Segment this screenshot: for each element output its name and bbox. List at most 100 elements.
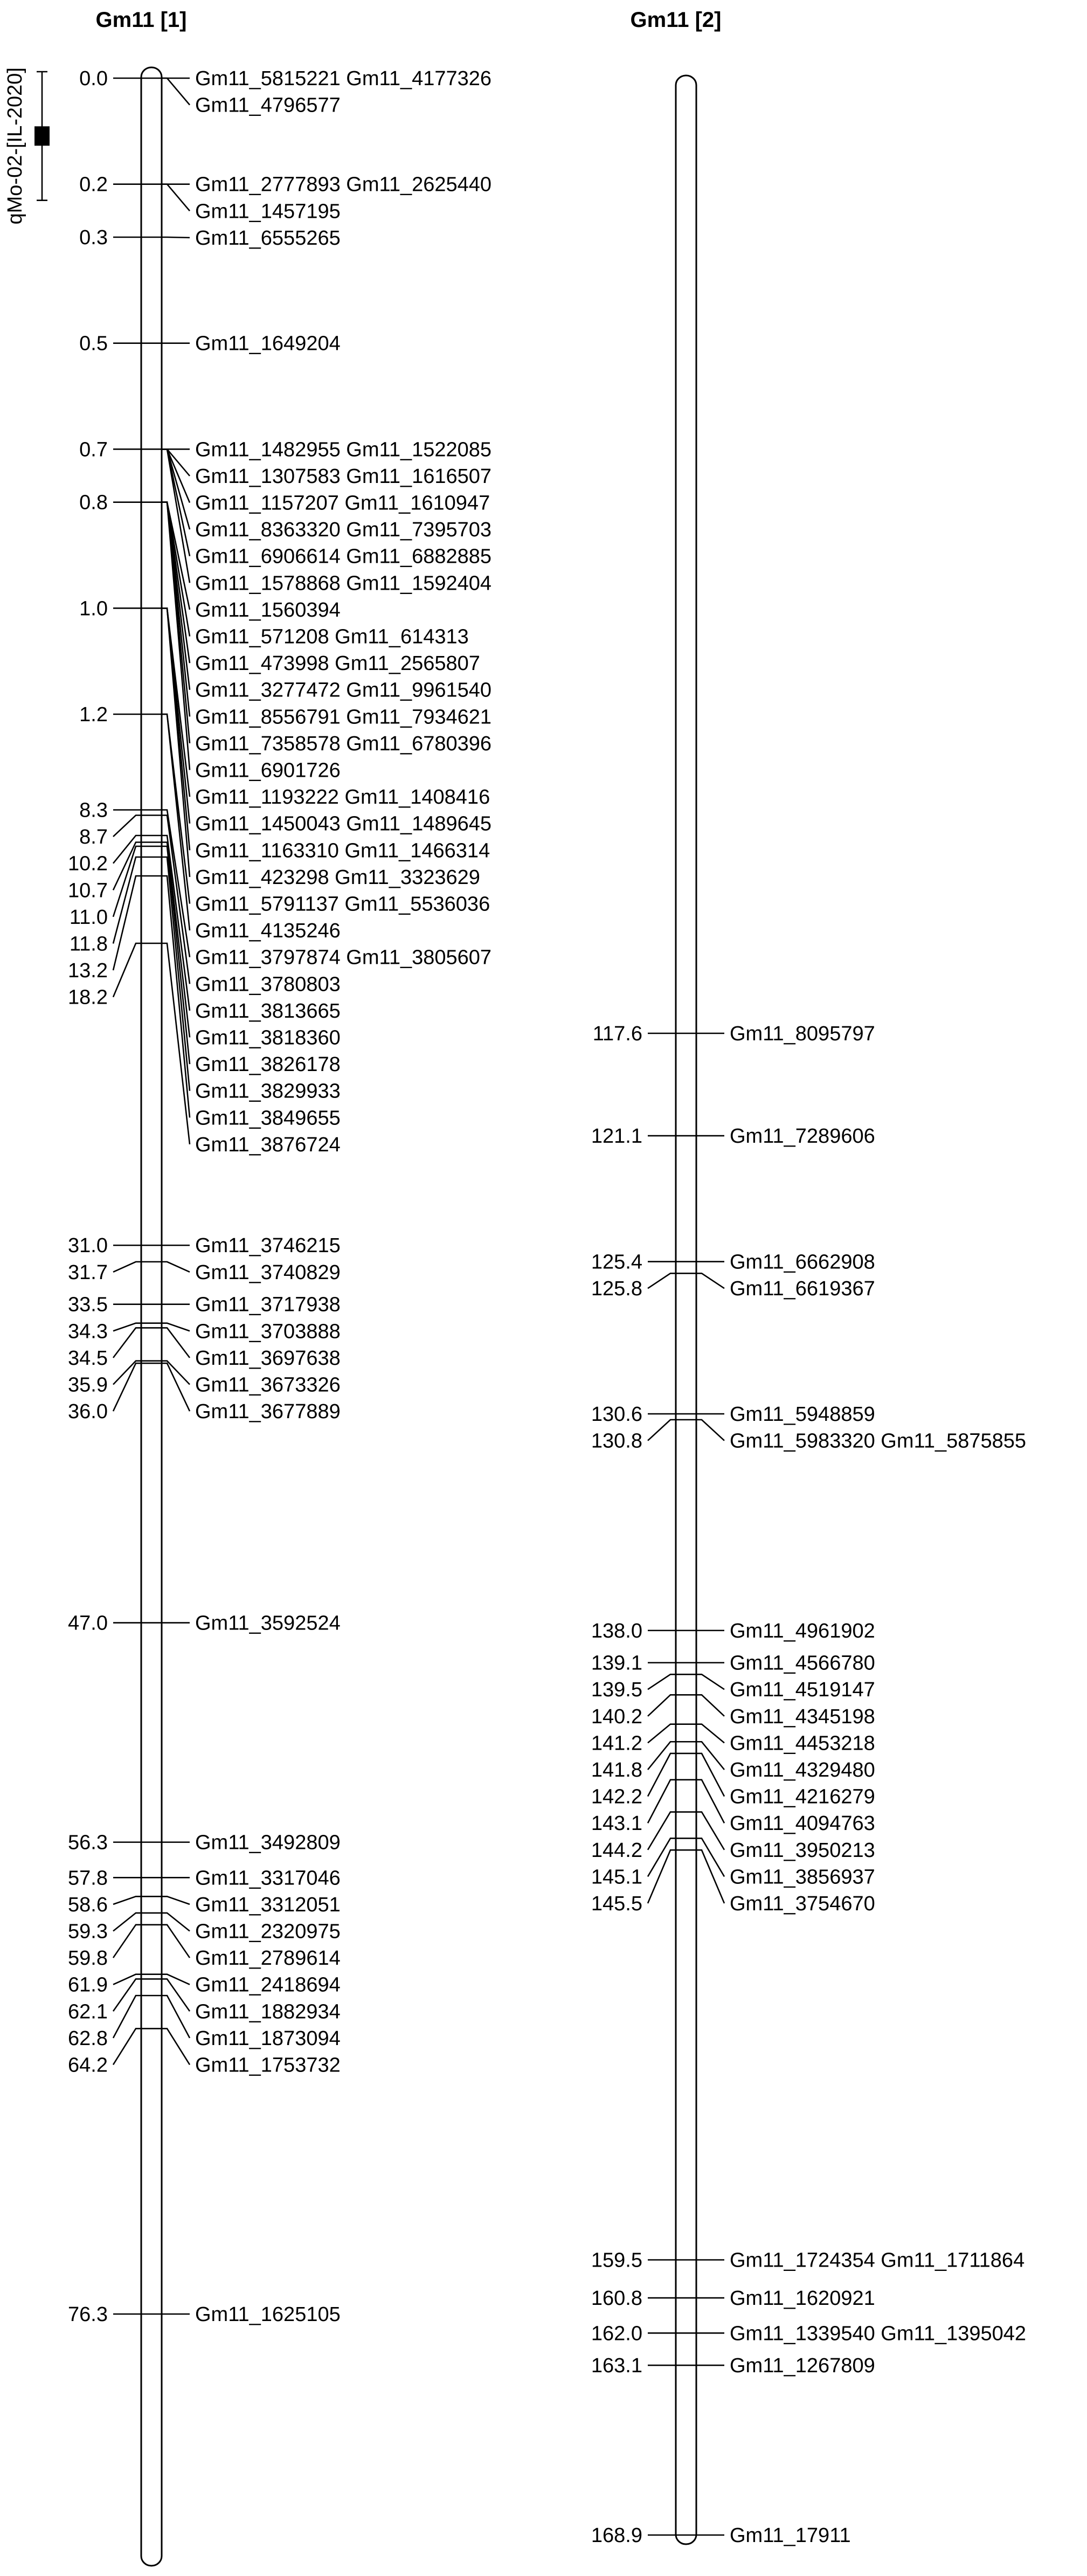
qtl-label: qMo-02-[IL-2020] [4,67,26,225]
marker-label: Gm11_473998 Gm11_2565807 [195,652,480,675]
position-label: 0.3 [79,226,108,249]
marker-connector [162,1924,191,1958]
marker-label: Gm11_8363320 Gm11_7395703 [195,519,491,541]
position-label: 56.3 [68,1832,108,1854]
position-label: 61.9 [68,1974,108,1997]
position-label: 0.8 [79,492,108,514]
qtl-interval: qMo-02-[IL-2020] [4,67,50,225]
position-connector [647,1723,676,1744]
chromosome-bar [140,66,163,2567]
position-label: 139.5 [591,1679,642,1701]
position-label: 140.2 [591,1705,642,1728]
position-label: 31.7 [68,1261,108,1284]
position-label: 130.8 [591,1430,642,1453]
marker-label: Gm11_3818360 [195,1027,341,1049]
marker-label: Gm11_7289606 [730,1125,875,1148]
position-connector [647,1419,676,1441]
position-label: 141.2 [591,1732,642,1755]
marker-connector [696,1811,725,1850]
marker-connector [696,1419,725,1441]
position-connector [112,1978,141,2012]
chromosome-bar [675,74,697,2545]
position-connector [647,1273,676,1289]
marker-label: Gm11_4216279 [730,1786,875,1808]
position-label: 138.0 [591,1620,642,1642]
position-label: 57.8 [68,1867,108,1889]
marker-label: Gm11_5983320 Gm11_5875855 [730,1430,1026,1453]
position-label: 10.2 [68,853,108,875]
marker-label: Gm11_1157207 Gm11_1610947 [195,492,490,515]
position-connector [112,834,141,864]
marker-connector [696,1849,725,1904]
position-label: 59.3 [68,1920,108,1943]
position-connector [112,1994,141,2039]
position-connector [113,814,141,838]
marker-connector [162,236,190,239]
marker-label: Gm11_3492809 [195,1832,341,1854]
linkage-group-2: Gm11 [2]117.6121.1125.4125.8130.6130.813… [591,8,1026,2547]
marker-label: Gm11_3813665 [195,1000,341,1023]
marker-label: Gm11_6619367 [730,1277,875,1300]
marker-connector [162,713,191,931]
position-connector [113,1895,141,1905]
marker-connector [162,1360,190,1385]
position-label: 125.4 [591,1251,642,1274]
marker-connector [162,1994,191,2039]
position-label: 139.1 [591,1652,642,1675]
marker-connector [162,841,191,1038]
position-connector [113,1912,141,1932]
marker-label: Gm11_1620921 [730,2287,875,2310]
marker-label: Gm11_8556791 Gm11_7934621 [195,706,491,728]
marker-connector [162,501,191,770]
marker-label: Gm11_5948859 [730,1403,875,1426]
marker-label: Gm11_3829933 [195,1080,341,1103]
position-label: 1.2 [79,703,108,726]
position-connector [112,1327,141,1358]
position-label: 76.3 [68,2303,108,2326]
position-label: 0.7 [79,438,108,461]
linkage-group-title: Gm11 [2] [631,8,722,32]
position-connector [647,1838,676,1877]
marker-connector [162,1322,190,1332]
marker-label: Gm11_17911 [730,2524,851,2547]
marker-label: Gm11_2320975 [195,1920,341,1943]
marker-label: Gm11_2418694 [195,1974,341,1997]
marker-label: Gm11_3950213 [730,1839,875,1862]
marker-label: Gm11_5791137 Gm11_5536036 [195,893,490,916]
position-connector [647,1674,676,1690]
marker-connector [162,607,191,851]
marker-connector [162,1978,191,2012]
position-label: 11.8 [70,933,108,956]
marker-connector [162,2028,191,2066]
marker-label: Gm11_1193222 Gm11_1408416 [195,786,490,809]
position-connector [647,1849,676,1904]
position-label: 58.6 [68,1894,108,1916]
marker-connector [696,1741,725,1770]
position-connector [647,1779,676,1824]
position-label: 13.2 [68,959,108,982]
position-label: 18.2 [68,986,108,1009]
linkage-group-title: Gm11 [1] [96,8,187,32]
position-label: 162.0 [591,2322,642,2345]
position-connector [112,875,141,971]
position-label: 47.0 [68,1612,108,1635]
position-connector [113,1360,141,1385]
marker-connector [162,1973,190,1985]
marker-connector [696,1838,725,1877]
position-connector [112,1924,141,1958]
marker-label: Gm11_4519147 [730,1679,875,1701]
marker-label: Gm11_3740829 [195,1261,341,1284]
position-connector [113,1973,141,1985]
position-connector [112,2028,141,2066]
marker-label: Gm11_3703888 [195,1320,341,1343]
marker-label: Gm11_6901726 [195,759,341,782]
marker-label: Gm11_1307583 Gm11_1616507 [195,465,491,488]
marker-label: Gm11_571208 Gm11_614313 [195,626,469,648]
marker-connector [696,1273,725,1289]
marker-connector [162,448,191,583]
marker-label: Gm11_7358578 Gm11_6780396 [195,733,491,755]
position-label: 33.5 [68,1294,108,1316]
marker-connector [162,834,191,1011]
marker-connector [162,814,191,984]
